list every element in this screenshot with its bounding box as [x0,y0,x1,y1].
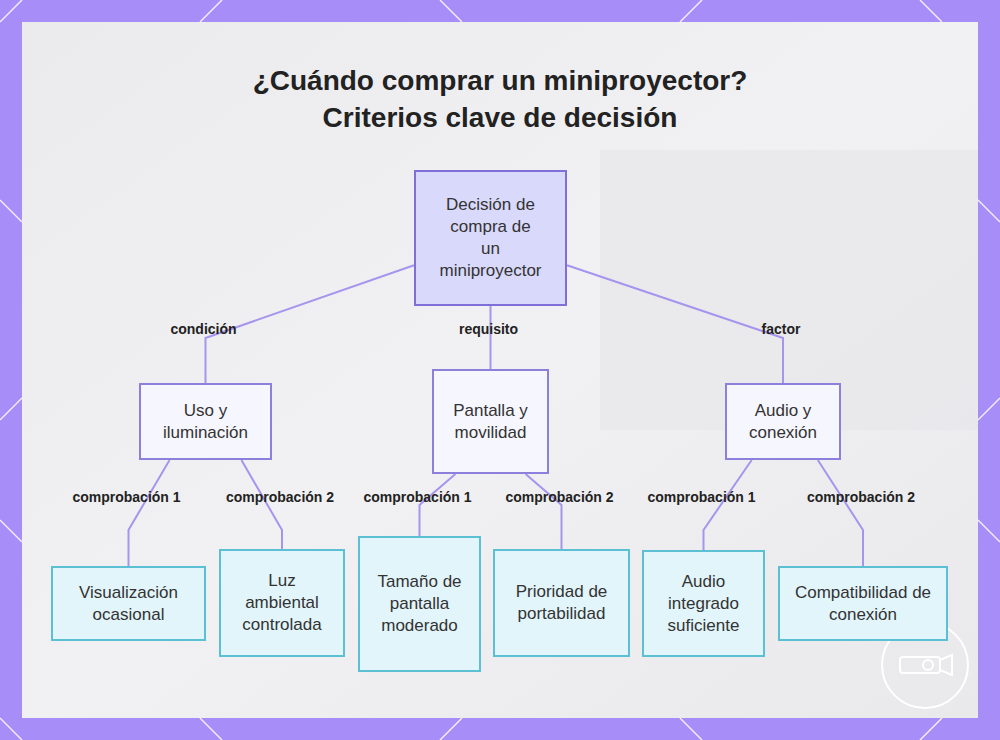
node-text-group: Audio y conexión [737,400,829,444]
node-text-group: Prioridad de portabilidad [505,581,618,625]
node-text: Audio y conexión [737,400,829,444]
connector-line [420,474,456,536]
check-box: Visualización ocasional [51,566,206,641]
node-text-group: Audio integrado suficiente [654,571,753,637]
criterion-box: Audio y conexión [725,383,841,460]
connector-line [704,460,752,550]
node-text: Tamaño de pantalla moderado [370,571,469,637]
connector-line [818,460,863,566]
edge-label: factor [762,321,801,337]
connector-line [567,265,783,383]
node-text-group: Visualización ocasional [63,582,194,626]
node-text: Prioridad de portabilidad [505,581,618,625]
edge-label: comprobación 1 [72,489,180,505]
edge-label: requisito [459,321,518,337]
node-text-group: Luz ambiental controlada [231,570,333,636]
node-text: Visualización ocasional [63,582,194,626]
connector-line [526,474,562,549]
check-box: Tamaño de pantalla moderado [358,536,481,672]
node-text-group: Decisión de compra de un miniproyector [439,194,541,282]
connector-line [490,306,492,369]
connector-line [129,460,170,566]
check-box: Prioridad de portabilidad [493,549,630,657]
check-box: Compatibilidad de conexión [778,566,948,641]
node-text-group: Compatibilidad de conexión [790,582,936,626]
node-text-group: Pantalla y movilidad [444,400,537,444]
check-box: Luz ambiental controlada [219,549,345,657]
diagram-title: ¿Cuándo comprar un miniproyector? Criter… [240,62,760,136]
criterion-box: Uso y iluminación [139,383,272,460]
edge-label: comprobación 1 [647,489,755,505]
edge-label: comprobación 2 [505,489,613,505]
node-text: Audio integrado suficiente [654,571,753,637]
node-text: Uso y iluminación [151,400,260,444]
node-text: Decisión de compra de un miniproyector [439,194,541,282]
node-text-group: Tamaño de pantalla moderado [370,571,469,637]
node-text-group: Uso y iluminación [151,400,260,444]
criterion-box: Pantalla y movilidad [432,369,549,474]
edge-label: comprobación 2 [226,489,334,505]
node-text: Luz ambiental controlada [231,570,333,636]
node-text: Pantalla y movilidad [444,400,537,444]
root-box: Decisión de compra de un miniproyector [414,170,567,306]
node-text: Compatibilidad de conexión [790,582,936,626]
edge-label: condición [170,321,236,337]
check-box: Audio integrado suficiente [642,550,765,657]
edge-label: comprobación 2 [807,489,915,505]
edge-label: comprobación 1 [363,489,471,505]
connector-line [206,265,415,383]
